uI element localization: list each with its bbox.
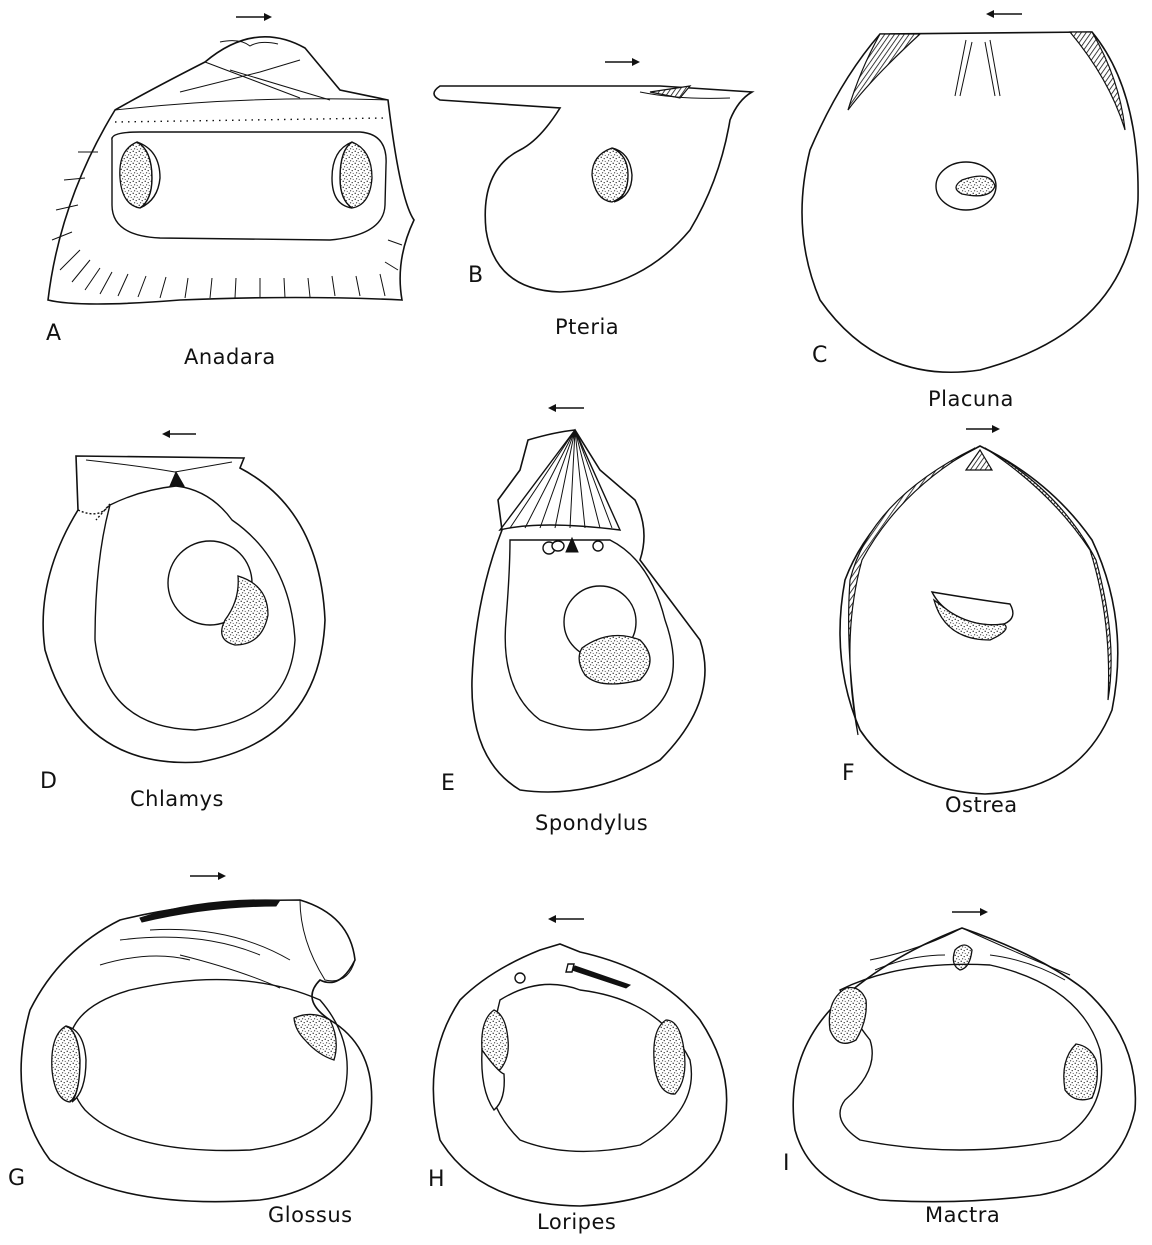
panel-letter-h: H [428, 1167, 445, 1192]
genus-label-b: Pteria [555, 315, 619, 339]
genus-label-f: Ostrea [945, 793, 1018, 817]
genus-label-i: Mactra [925, 1203, 1000, 1227]
panel-e-spondylus: E Spondylus [441, 408, 705, 835]
genus-label-e: Spondylus [535, 811, 648, 835]
panel-c-placuna: C Placuna [802, 14, 1138, 411]
genus-label-a: Anadara [184, 345, 276, 369]
panel-letter-b: B [468, 263, 483, 288]
panel-letter-d: D [40, 769, 57, 794]
panel-a-anadara: A Anadara [46, 17, 414, 369]
genus-label-c: Placuna [928, 387, 1014, 411]
panel-b-pteria: B Pteria [434, 62, 752, 339]
panel-i-mactra: I Mactra [783, 912, 1135, 1227]
panel-letter-e: E [441, 771, 455, 796]
genus-label-g: Glossus [268, 1203, 353, 1227]
panel-g-glossus: G Glossus [8, 876, 372, 1227]
panel-h-loripes: H Loripes [428, 919, 727, 1234]
genus-label-h: Loripes [537, 1210, 616, 1234]
panel-letter-a: A [46, 321, 61, 346]
panel-f-ostrea: F Ostrea [840, 429, 1118, 817]
genus-label-d: Chlamys [130, 787, 224, 811]
panel-letter-c: C [812, 343, 827, 368]
panel-letter-g: G [8, 1166, 25, 1191]
panel-letter-f: F [842, 761, 855, 786]
panel-d-chlamys: D Chlamys [40, 434, 325, 811]
panel-letter-i: I [783, 1151, 790, 1176]
